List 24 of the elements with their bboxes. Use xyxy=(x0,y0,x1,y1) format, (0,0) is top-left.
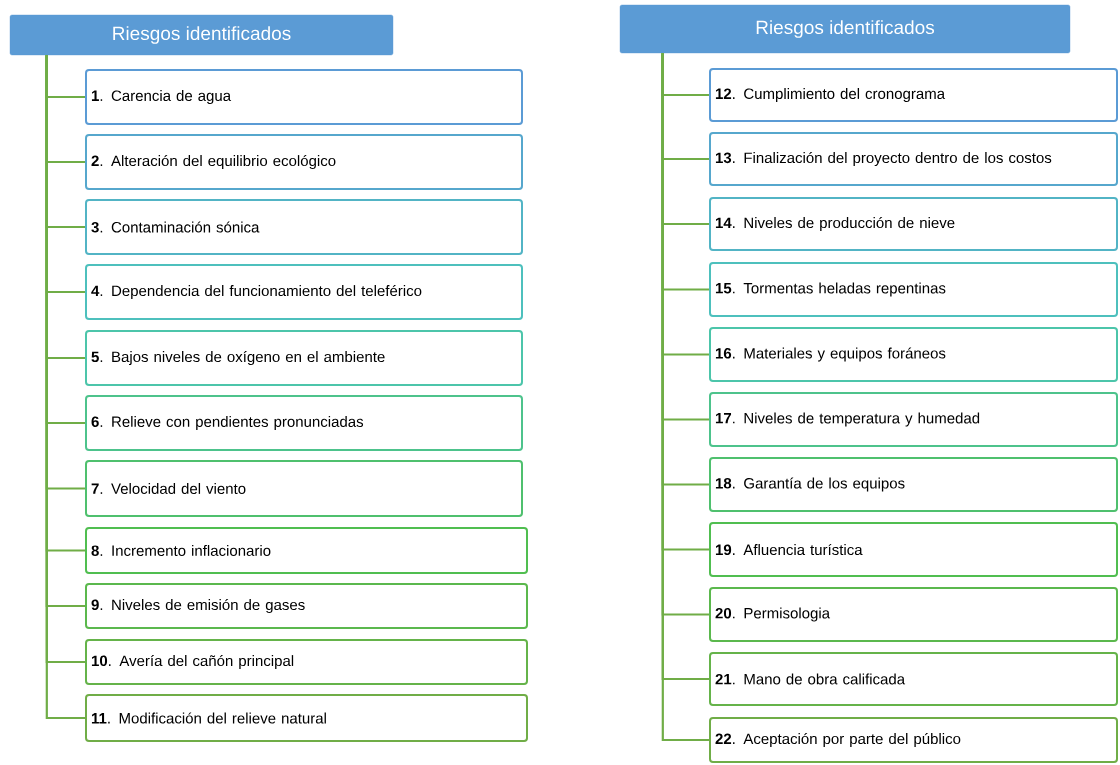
heading-box: Riesgos identificados xyxy=(619,4,1071,54)
risk-box: 20. Permisologia xyxy=(709,587,1118,642)
risk-box: 5. Bajos niveles de oxígeno en el ambiente xyxy=(85,330,523,386)
risk-box: 19. Afluencia turística xyxy=(709,522,1118,577)
risk-box: 3. Contaminación sónica xyxy=(85,199,523,255)
risk-box: 17. Niveles de temperatura y humedad xyxy=(709,392,1118,447)
risk-box: 7. Velocidad del viento xyxy=(85,460,523,517)
risk-box: 16. Materiales y equipos foráneos xyxy=(709,327,1118,382)
risk-box: 18. Garantía de los equipos xyxy=(709,457,1118,512)
risk-box: 6. Relieve con pendientes pronunciadas xyxy=(85,395,523,451)
risk-box: 10. Avería del cañón principal xyxy=(85,639,528,685)
risk-box: 2. Alteración del equilibrio ecológico xyxy=(85,134,523,190)
risk-box: 13. Finalización del proyecto dentro de los costos xyxy=(709,132,1118,186)
risk-box: 9. Niveles de emisión de gases xyxy=(85,583,528,629)
heading-box: Riesgos identificados xyxy=(9,14,394,56)
risk-box: 1. Carencia de agua xyxy=(85,69,523,125)
risk-box: 12. Cumplimiento del cronograma xyxy=(709,68,1118,122)
risk-box: 22. Aceptación por parte del público xyxy=(709,717,1118,763)
risk-box: 8. Incremento inflacionario xyxy=(85,527,528,574)
risk-box: 15. Tormentas heladas repentinas xyxy=(709,262,1118,317)
risk-box: 11. Modificación del relieve natural xyxy=(85,694,528,742)
risk-box: 14. Niveles de producción de nieve xyxy=(709,197,1118,251)
risk-box: 4. Dependencia del funcionamiento del teleférico xyxy=(85,264,523,320)
risk-box: 21. Mano de obra calificada xyxy=(709,652,1118,706)
